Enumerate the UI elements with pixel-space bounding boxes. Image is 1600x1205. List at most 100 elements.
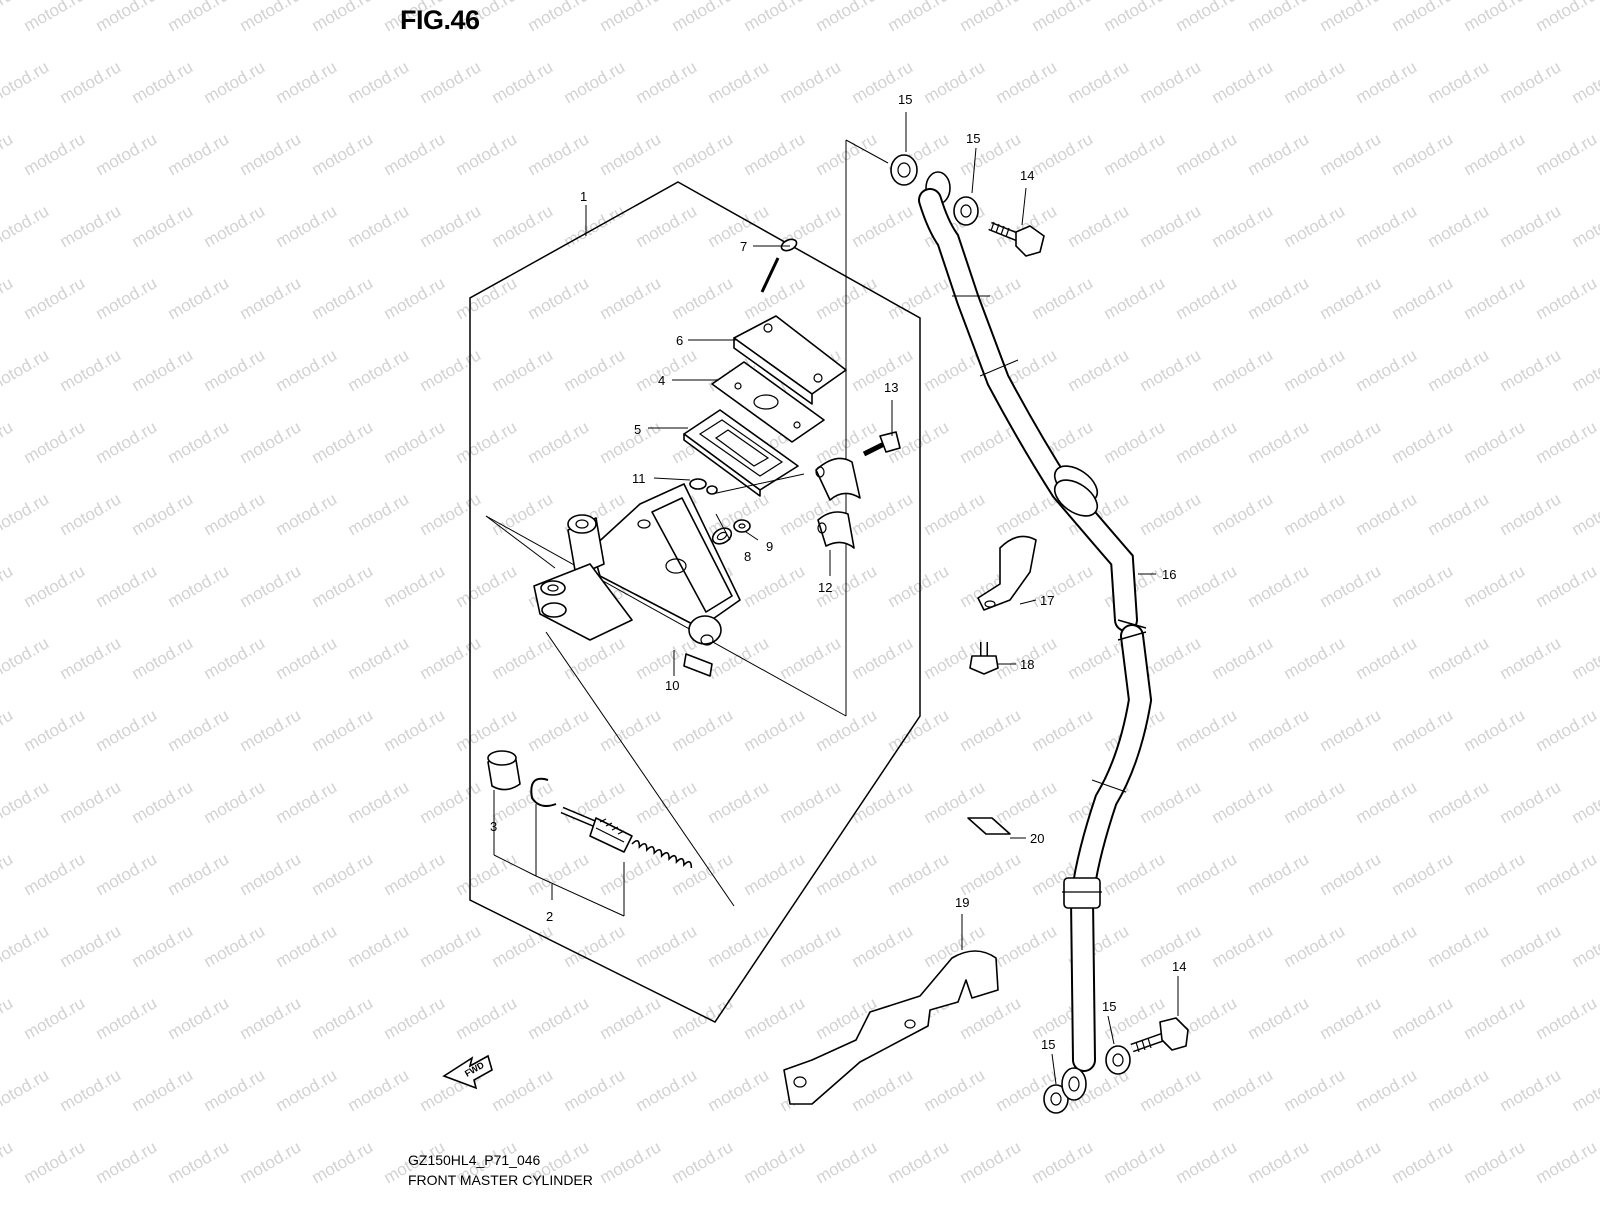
watermark-text: motod.ru xyxy=(417,201,485,251)
watermark-text: motod.ru xyxy=(1317,0,1385,35)
watermark-text: motod.ru xyxy=(345,777,413,827)
watermark-text: motod.ru xyxy=(1461,1137,1529,1187)
watermark-text: motod.ru xyxy=(0,705,16,755)
watermark-text: motod.ru xyxy=(1281,921,1349,971)
callout-15-d: 15 xyxy=(1041,1037,1055,1052)
watermark-text: motod.ru xyxy=(1461,417,1529,467)
watermark-text: motod.ru xyxy=(597,705,665,755)
watermark-text: motod.ru xyxy=(1029,561,1097,611)
watermark-text: motod.ru xyxy=(669,0,737,35)
watermark-text: motod.ru xyxy=(93,705,161,755)
watermark-text: motod.ru xyxy=(1065,345,1133,395)
watermark-text: motod.ru xyxy=(93,849,161,899)
watermark-text: motod.ru xyxy=(561,201,629,251)
watermark-text: motod.ru xyxy=(1497,633,1565,683)
watermark-text: motod.ru xyxy=(21,129,89,179)
watermark-text: motod.ru xyxy=(1533,561,1600,611)
watermark-text: motod.ru xyxy=(1497,777,1565,827)
watermark-text: motod.ru xyxy=(381,849,449,899)
watermark-text: motod.ru xyxy=(165,705,233,755)
watermark-text: motod.ru xyxy=(165,129,233,179)
callout-14-upper: 14 xyxy=(1020,168,1034,183)
watermark-text: motod.ru xyxy=(849,345,917,395)
watermark-text: motod.ru xyxy=(1209,1065,1277,1115)
watermark-text: motod.ru xyxy=(417,57,485,107)
watermark-text: motod.ru xyxy=(1029,273,1097,323)
watermark-text: motod.ru xyxy=(885,561,953,611)
watermark-text: motod.ru xyxy=(1065,201,1133,251)
watermark-text: motod.ru xyxy=(669,1137,737,1187)
watermark-text: motod.ru xyxy=(1245,129,1313,179)
watermark-text: motod.ru xyxy=(1029,129,1097,179)
watermark-text: motod.ru xyxy=(1425,633,1493,683)
watermark-text: motod.ru xyxy=(957,849,1025,899)
watermark-text: motod.ru xyxy=(525,0,593,35)
watermark-text: motod.ru xyxy=(741,993,809,1043)
watermark-text: motod.ru xyxy=(1065,57,1133,107)
watermark-text: motod.ru xyxy=(273,201,341,251)
watermark-text: motod.ru xyxy=(489,1065,557,1115)
watermark-text: motod.ru xyxy=(57,633,125,683)
watermark-text: motod.ru xyxy=(1461,273,1529,323)
watermark-text: motod.ru xyxy=(921,57,989,107)
watermark-text: motod.ru xyxy=(345,1065,413,1115)
watermark-text: motod.ru xyxy=(1209,633,1277,683)
watermark-text: motod.ru xyxy=(1425,921,1493,971)
watermark-text: motod.ru xyxy=(93,561,161,611)
callout-8: 8 xyxy=(744,549,751,564)
watermark-text: motod.ru xyxy=(0,633,52,683)
watermark-text: motod.ru xyxy=(633,1065,701,1115)
watermark-text: motod.ru xyxy=(993,921,1061,971)
watermark-text: motod.ru xyxy=(201,345,269,395)
watermark-text: motod.ru xyxy=(1281,345,1349,395)
watermark-text: motod.ru xyxy=(885,1137,953,1187)
watermark-text: motod.ru xyxy=(741,705,809,755)
watermark-text: motod.ru xyxy=(1389,129,1457,179)
watermark-text: motod.ru xyxy=(21,1137,89,1187)
watermark-text: motod.ru xyxy=(93,993,161,1043)
watermark-text: motod.ru xyxy=(345,921,413,971)
watermark-text: motod.ru xyxy=(273,1065,341,1115)
watermark-text: motod.ru xyxy=(1209,489,1277,539)
watermark-text: motod.ru xyxy=(489,921,557,971)
watermark-text: motod.ru xyxy=(1425,1065,1493,1115)
watermark-text: motod.ru xyxy=(1317,705,1385,755)
watermark-text: motod.ru xyxy=(129,201,197,251)
watermark-text: motod.ru xyxy=(1353,777,1421,827)
watermark-text: motod.ru xyxy=(1497,1065,1565,1115)
watermark-text: motod.ru xyxy=(561,921,629,971)
watermark-text: motod.ru xyxy=(669,129,737,179)
watermark-text: motod.ru xyxy=(237,129,305,179)
watermark-text: motod.ru xyxy=(1389,705,1457,755)
watermark-text: motod.ru xyxy=(849,1065,917,1115)
watermark-text: motod.ru xyxy=(777,57,845,107)
part-hose-guide-17 xyxy=(978,536,1036,610)
watermark-text: motod.ru xyxy=(1317,1137,1385,1187)
watermark-text: motod.ru xyxy=(1245,273,1313,323)
watermark-text: motod.ru xyxy=(21,561,89,611)
watermark-text: motod.ru xyxy=(741,129,809,179)
watermark-text: motod.ru xyxy=(273,921,341,971)
watermark-text: motod.ru xyxy=(309,849,377,899)
watermark-text: motod.ru xyxy=(381,561,449,611)
watermark-text: motod.ru xyxy=(57,57,125,107)
watermark-text: motod.ru xyxy=(417,345,485,395)
watermark-text: motod.ru xyxy=(1425,201,1493,251)
watermark-text: motod.ru xyxy=(1137,57,1205,107)
watermark-text: motod.ru xyxy=(1029,705,1097,755)
watermark-text: motod.ru xyxy=(1353,1065,1421,1115)
part-washer-15-c xyxy=(1106,1046,1130,1074)
watermark-text: motod.ru xyxy=(1209,921,1277,971)
watermark-text: motod.ru xyxy=(0,1137,16,1187)
watermark-text: motod.ru xyxy=(921,489,989,539)
watermark-text: motod.ru xyxy=(165,993,233,1043)
watermark-text: motod.ru xyxy=(1173,273,1241,323)
watermark-text: motod.ru xyxy=(309,1137,377,1187)
model-code: GZ150HL4_P71_046 xyxy=(408,1152,540,1168)
watermark-text: motod.ru xyxy=(1389,417,1457,467)
watermark-text: motod.ru xyxy=(1173,417,1241,467)
watermark-text: motod.ru xyxy=(525,849,593,899)
watermark-text: motod.ru xyxy=(129,489,197,539)
part-master-cylinder-body-10 xyxy=(534,484,740,676)
watermark-text: motod.ru xyxy=(1533,273,1600,323)
